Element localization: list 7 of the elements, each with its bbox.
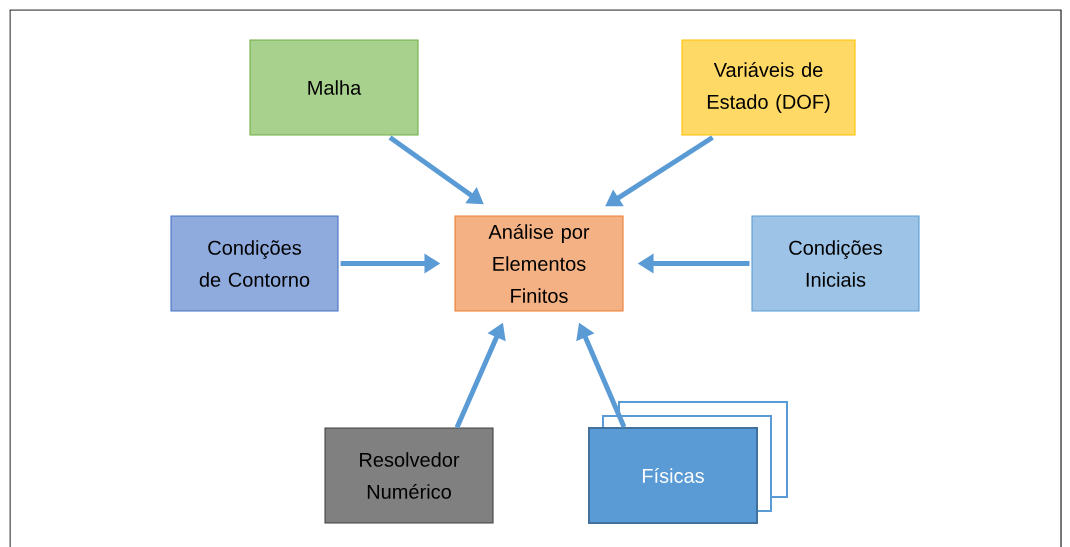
process-box: Condições de Contorno — [170, 215, 339, 312]
process-box: Variáveis de Estado (DOF) — [681, 39, 856, 136]
process-box: Resolvedor Numérico — [324, 427, 494, 524]
stacked-box: Físicas — [588, 401, 788, 524]
process-box: Análise por Elementos Finitos — [454, 215, 624, 312]
process-box: Condições Iniciais — [751, 215, 920, 312]
process-box: Malha — [249, 39, 419, 136]
